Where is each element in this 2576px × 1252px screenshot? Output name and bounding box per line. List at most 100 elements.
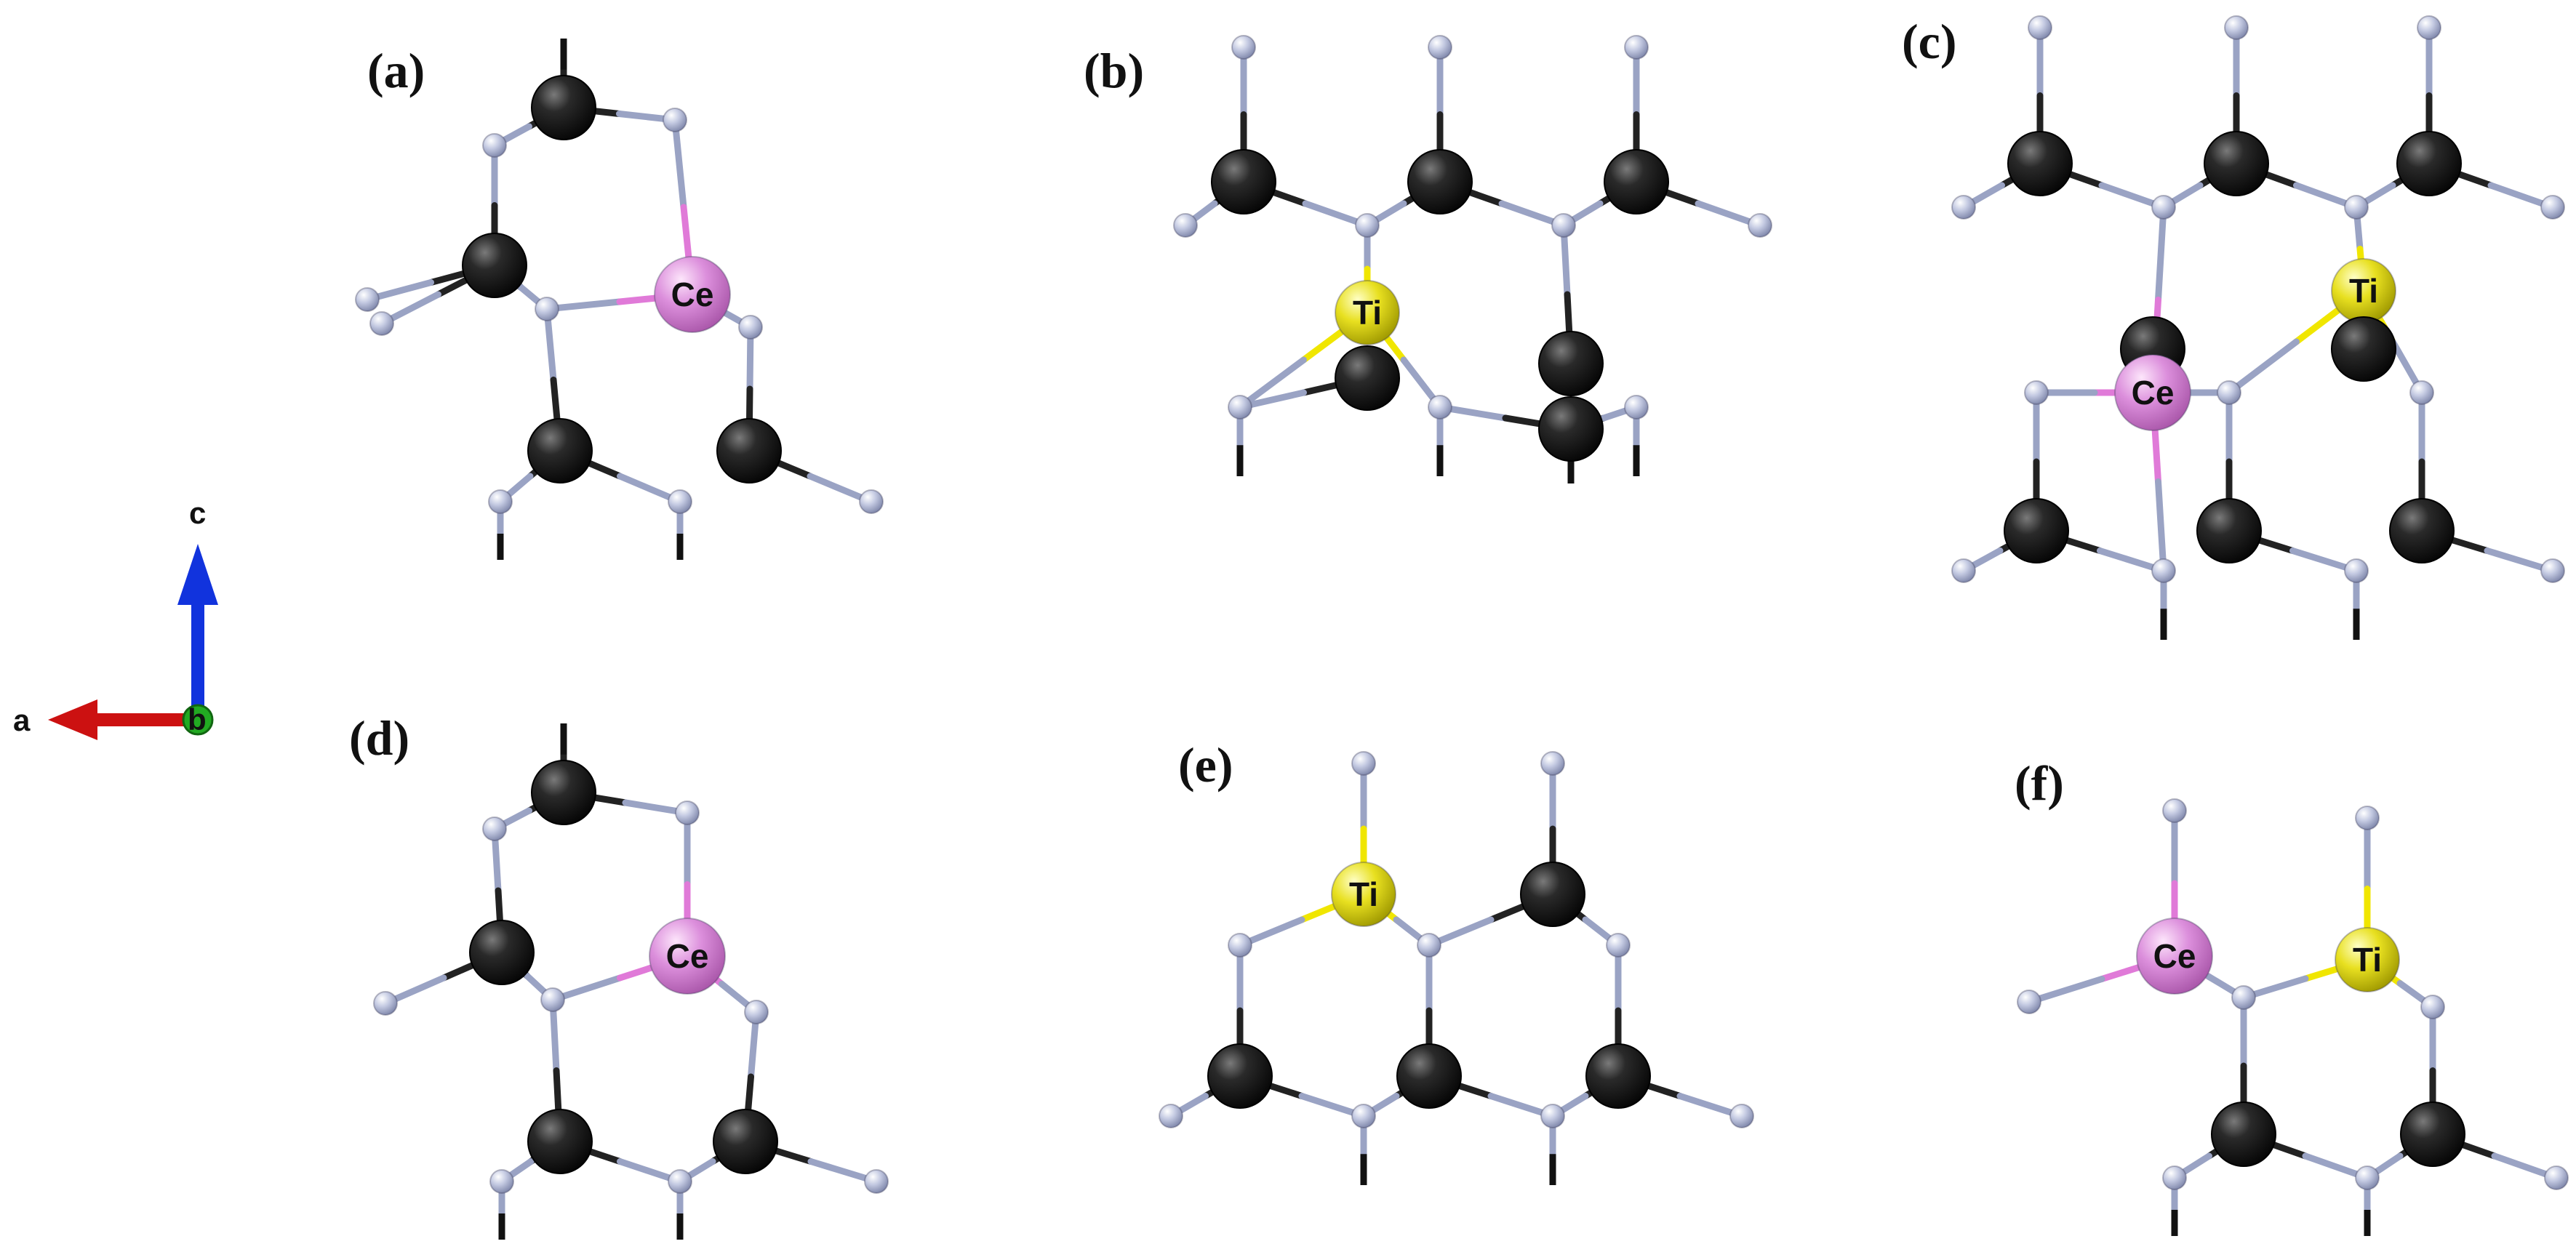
carbon-atom: [531, 75, 596, 140]
carbon-atom: [1585, 1043, 1651, 1109]
nitrogen-atom: [373, 991, 398, 1016]
nitrogen-atom: [1231, 35, 1256, 60]
carbon-atom: [2331, 316, 2396, 382]
nitrogen-atom: [1624, 395, 1649, 420]
bond-a-9-half-1: [543, 305, 557, 383]
nitrogen-atom: [738, 315, 763, 340]
carbon-atom: [1407, 149, 1473, 214]
nitrogen-atom: [1173, 213, 1198, 238]
bond-b-11-half-2: [1236, 356, 1307, 411]
nitrogen-atom: [2151, 195, 2176, 220]
cerium-atom: [2114, 354, 2191, 431]
a-axis-arrowhead: [48, 699, 97, 740]
carbon-atom: [469, 920, 535, 985]
nitrogen-atom: [2420, 995, 2445, 1019]
nitrogen-atom: [2344, 195, 2369, 220]
nitrogen-atom: [1606, 933, 1631, 958]
carbon-atom: [1538, 331, 1604, 396]
nitrogen-atom: [2355, 806, 2380, 830]
nitrogen-atom: [535, 297, 559, 321]
ce-atom-label: Ce: [2153, 937, 2196, 975]
bond-d-8-half-1: [549, 996, 560, 1074]
nitrogen-atom: [488, 489, 513, 514]
nitrogen-atom: [1355, 213, 1380, 238]
nitrogen-atom: [482, 816, 507, 841]
nitrogen-atom: [2162, 1165, 2187, 1190]
panel-label-c: (c): [1902, 14, 1956, 69]
nitrogen-atom: [663, 108, 687, 132]
nitrogen-atom: [1729, 1104, 1754, 1128]
bond-c-22-half-2: [2155, 478, 2167, 574]
nitrogen-atom: [2217, 380, 2241, 405]
panel-label-f: (f): [2015, 755, 2064, 811]
nitrogen-atom: [1748, 213, 1772, 238]
titanium-atom: [2335, 927, 2400, 992]
carbon-atom: [531, 760, 596, 825]
bond-a-6-half-1: [671, 116, 687, 211]
carbon-atom: [1207, 1043, 1273, 1109]
carbon-atom: [716, 418, 782, 483]
bond-a-7-half-1: [543, 298, 623, 313]
nitrogen-atom: [2162, 798, 2187, 823]
nitrogen-atom: [2028, 15, 2052, 40]
nitrogen-atom: [1228, 395, 1252, 420]
nitrogen-atom: [1428, 35, 1452, 60]
nitrogen-atom: [2224, 15, 2249, 40]
cerium-atom: [2136, 918, 2213, 995]
nitrogen-atom: [1159, 1104, 1183, 1128]
structure-e: Ti: [1159, 751, 1754, 1185]
nitrogen-atom: [540, 987, 565, 1012]
carbon-atom: [527, 418, 593, 483]
nitrogen-atom: [1540, 751, 1565, 776]
carbon-atom: [1520, 862, 1585, 927]
ti-atom-label: Ti: [1353, 294, 1382, 332]
nitrogen-atom: [2151, 558, 2176, 583]
ti-atom-label: Ti: [1349, 875, 1378, 913]
nitrogen-atom: [1951, 558, 1976, 583]
ce-atom-label: Ce: [671, 276, 714, 313]
nitrogen-atom: [2344, 558, 2369, 583]
nitrogen-atom: [2017, 990, 2041, 1014]
axis-label-a: a: [13, 703, 31, 737]
nitrogen-atom: [859, 489, 884, 514]
carbon-atom: [1211, 149, 1276, 214]
panel-label-e: (e): [1178, 737, 1233, 792]
carbon-atom: [1604, 149, 1669, 214]
carbon-atom: [1396, 1043, 1462, 1109]
nitrogen-atom: [675, 800, 700, 825]
ce-atom-label: Ce: [666, 937, 709, 975]
nitrogen-atom: [2024, 380, 2049, 405]
structure-a: Ce: [355, 39, 884, 560]
nitrogen-atom: [1228, 933, 1252, 958]
structure-b: Ti: [1173, 35, 1772, 483]
titanium-atom: [1331, 862, 1396, 927]
nitrogen-atom: [1417, 933, 1441, 958]
nitrogen-atom: [1624, 35, 1649, 60]
nitrogen-atom: [2540, 195, 2565, 220]
bond-f-2-half-2: [2025, 976, 2105, 1006]
carbon-atom: [2204, 131, 2269, 196]
ti-atom-label: Ti: [2349, 272, 2378, 310]
nitrogen-atom: [1551, 213, 1576, 238]
axis-label-c: c: [189, 496, 206, 530]
nitrogen-atom: [489, 1169, 514, 1194]
nitrogen-atom: [668, 489, 692, 514]
nitrogen-atom: [2540, 558, 2565, 583]
nitrogen-atom: [1951, 195, 1976, 220]
carbon-atom: [713, 1109, 778, 1174]
nitrogen-atom: [2409, 380, 2434, 405]
carbon-atom: [462, 233, 527, 298]
nitrogen-atom: [2355, 1165, 2380, 1190]
carbon-atom: [1538, 396, 1604, 462]
axis-indicator: c a b: [13, 496, 218, 740]
carbon-atom: [2389, 498, 2455, 563]
carbon-atom: [2007, 131, 2073, 196]
nitrogen-atom: [355, 287, 380, 312]
panel-label-a: (a): [367, 43, 425, 98]
panel-label-d: (d): [349, 710, 409, 766]
nitrogen-atom: [668, 1169, 692, 1194]
bond-c-10-half-1: [2155, 204, 2167, 303]
